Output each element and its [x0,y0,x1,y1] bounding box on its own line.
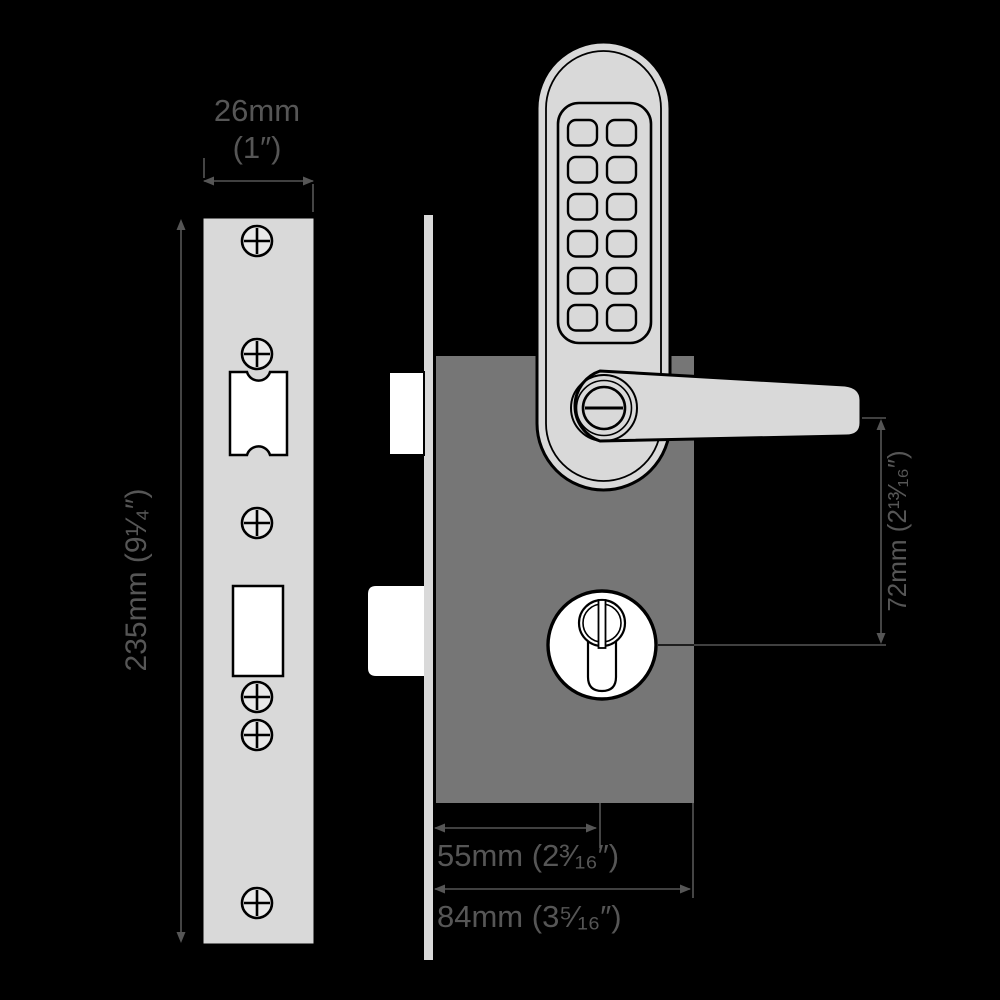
dim-label-72mm: 72mm (2¹³⁄₁₆″) [882,450,912,611]
euro-cylinder-icon [546,589,658,701]
keypad-button-icon [605,118,638,147]
dim-label-55mm: 55mm (2³⁄₁₆″) [437,838,619,873]
dimension-arrow-icon [434,823,445,833]
screw-head-icon [240,680,274,714]
dim-label-1in: (1″) [233,130,282,165]
keypad-button-icon [605,192,638,221]
keypad-button-icon [605,266,638,295]
dimension-arrow-icon [434,884,445,894]
keypad-button-icon [566,229,599,258]
dim-label-84mm: 84mm (3⁵⁄₁₆″) [437,899,622,934]
dimension-arrow-icon [203,176,214,186]
spindle-screw-icon [570,374,638,442]
keypad-button-icon [566,266,599,295]
dimension-arrow-icon [176,932,186,943]
dimension-arrow-icon [303,176,314,186]
keypad-button-icon [605,303,638,332]
keypad-buttons [566,118,638,332]
keypad-button-icon [605,229,638,258]
dimension-arrow-icon [586,823,597,833]
dim-label-26mm: 26mm [214,93,300,128]
keypad-button-icon [566,155,599,184]
lever-handle [570,369,863,443]
dim-label-235mm: 235mm (9¹⁄₄″) [120,489,153,672]
latch-bolt [388,371,425,456]
deadbolt-cutout [231,584,285,678]
keypad-panel [556,101,653,345]
screw-head-icon [240,224,274,258]
keypad-button-icon [566,303,599,332]
screw-head-icon [240,886,274,920]
screw-head-icon [240,718,274,752]
dim-faceplate-height: 235mm (9¹⁄₄″) [120,219,186,943]
latch-cutout [228,370,289,457]
screw-head-icon [240,506,274,540]
dim-faceplate-width: 26mm (1″) [203,93,314,212]
dimension-arrow-icon [176,219,186,230]
deadbolt [368,586,424,676]
screw-head-icon [240,337,274,371]
keypad-button-icon [566,118,599,147]
door-edge [424,215,433,960]
dim-backset: 55mm (2³⁄₁₆″) [434,803,619,873]
dimension-arrow-icon [680,884,691,894]
faceplate [200,215,317,947]
dim-case-depth: 84mm (3⁵⁄₁₆″) [434,803,694,934]
dimension-arrow-icon [876,633,886,644]
keypad-button-icon [566,192,599,221]
dimension-arrow-icon [876,419,886,430]
keypad-button-icon [605,155,638,184]
dim-centres: 72mm (2¹³⁄₁₆″) [658,417,912,646]
